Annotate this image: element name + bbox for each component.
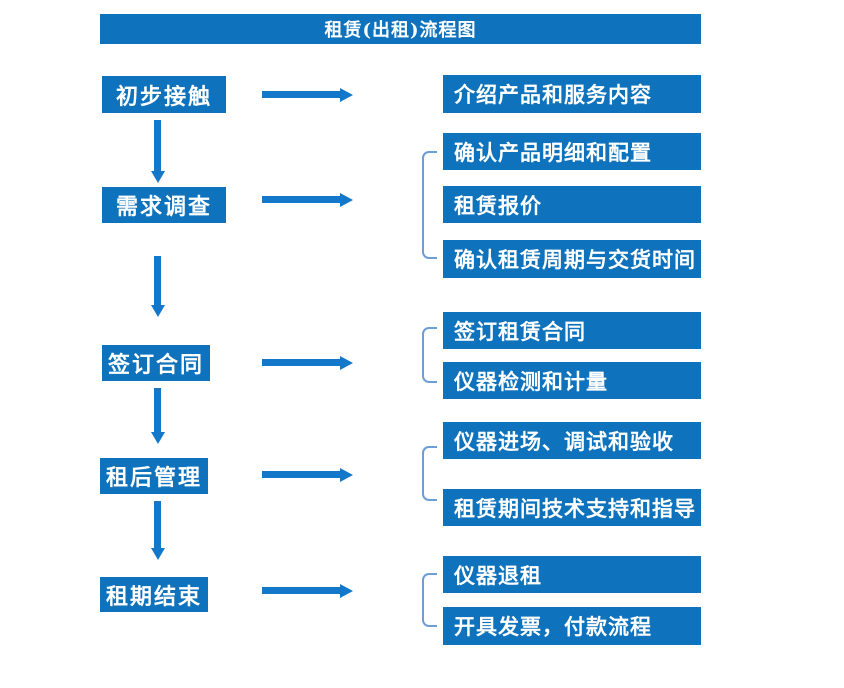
group-bracket-sign-contract — [422, 327, 437, 383]
detail-box-technical-support: 租赁期间技术支持和指导 — [443, 489, 701, 526]
step-box-needs-survey: 需求调查 — [102, 187, 226, 223]
step-box-rental-end: 租期结束 — [100, 577, 208, 612]
group-bracket-post-rental — [422, 446, 437, 501]
detail-box-invoice-payment: 开具发票，付款流程 — [443, 607, 701, 645]
group-bracket-rental-end — [422, 573, 437, 627]
detail-box-instrument-return: 仪器退租 — [443, 556, 701, 593]
flow-arrow-right-2-icon — [262, 196, 340, 203]
flow-arrow-down-1-icon — [154, 120, 161, 171]
flow-arrow-right-3-icon — [262, 359, 340, 366]
flow-arrow-down-2-icon — [154, 256, 161, 305]
flow-arrow-right-4-icon — [262, 471, 340, 478]
detail-box-confirm-product-config: 确认产品明细和配置 — [443, 133, 701, 170]
flow-arrow-down-3-icon — [154, 388, 161, 432]
detail-box-sign-rental-contract: 签订租赁合同 — [443, 312, 701, 349]
flow-arrow-right-1-icon — [262, 91, 340, 98]
flowchart-title: 租赁(出租)流程图 — [100, 14, 701, 44]
detail-box-introduce-products: 介绍产品和服务内容 — [443, 75, 701, 113]
group-bracket-needs-survey — [422, 151, 437, 259]
flow-arrow-down-4-icon — [154, 501, 161, 548]
flow-arrow-right-5-icon — [262, 587, 340, 594]
detail-box-instrument-testing: 仪器检测和计量 — [443, 362, 701, 399]
step-box-post-rental-management: 租后管理 — [100, 458, 208, 494]
detail-box-confirm-period-delivery: 确认租赁周期与交货时间 — [443, 240, 701, 278]
step-box-initial-contact: 初步接触 — [102, 76, 226, 113]
step-box-sign-contract: 签订合同 — [102, 345, 210, 381]
detail-box-instrument-setup-acceptance: 仪器进场、调试和验收 — [443, 422, 701, 459]
detail-box-rental-quote: 租赁报价 — [443, 186, 701, 223]
